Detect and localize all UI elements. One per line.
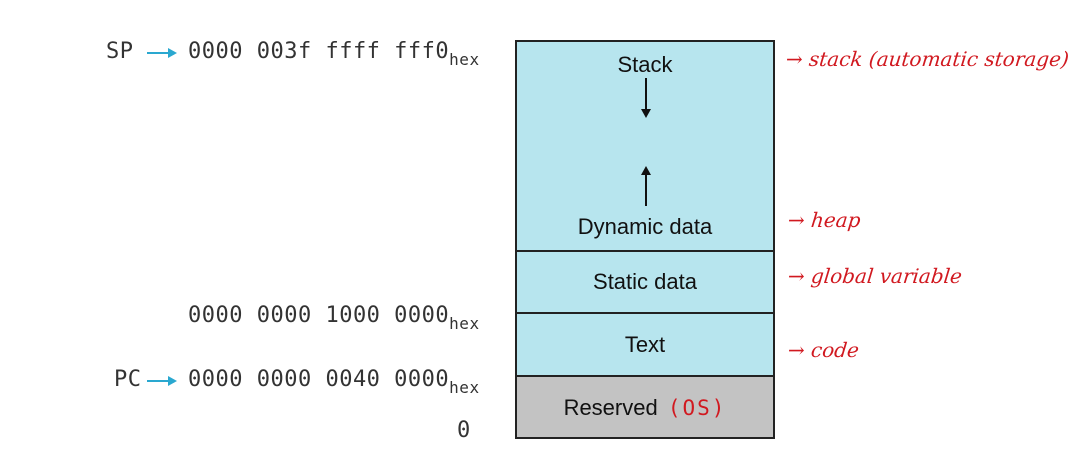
segment-stack-dynamic: Stack Dynamic data [515, 40, 775, 252]
arrow-down-icon [641, 78, 651, 118]
address-stack-top-value: 0000 003f ffff fff0 [188, 39, 450, 64]
address-static-start-value: 0000 0000 1000 0000 [188, 303, 450, 328]
segment-reserved: Reserved (OS) [515, 375, 775, 439]
segment-text: Text [515, 312, 775, 377]
reserved-os-note: (OS) [667, 396, 727, 420]
address-text-start-value: 0000 0000 0040 0000 [188, 367, 450, 392]
hex-suffix: hex [449, 50, 480, 69]
sp-label: SP [106, 39, 134, 64]
reserved-label: Reserved [563, 395, 658, 420]
segment-stack-label: Stack [617, 52, 673, 77]
segment-static-label: Static data [593, 269, 697, 294]
segment-reserved-label: Reserved (OS) [517, 395, 773, 421]
pc-arrow-icon [147, 376, 177, 386]
segment-static: Static data [515, 250, 775, 314]
sp-arrow-icon [147, 48, 177, 58]
arrow-up-icon [641, 166, 651, 206]
annotation-global: → global variable [786, 264, 964, 288]
segment-text-label: Text [624, 332, 666, 357]
pc-label: PC [114, 367, 142, 392]
address-text-start: 0000 0000 0040 0000hex [188, 367, 480, 397]
segment-dynamic-label: Dynamic data [577, 214, 713, 239]
hex-suffix: hex [449, 314, 480, 333]
address-static-start: 0000 0000 1000 0000hex [188, 303, 480, 333]
address-stack-top: 0000 003f ffff fff0hex [188, 39, 480, 69]
annotation-code: → code [786, 338, 861, 362]
hex-suffix: hex [449, 378, 480, 397]
address-zero: 0 [457, 418, 471, 443]
annotation-stack: → stack (automatic storage) [784, 47, 1071, 71]
annotation-heap: → heap [786, 208, 862, 232]
